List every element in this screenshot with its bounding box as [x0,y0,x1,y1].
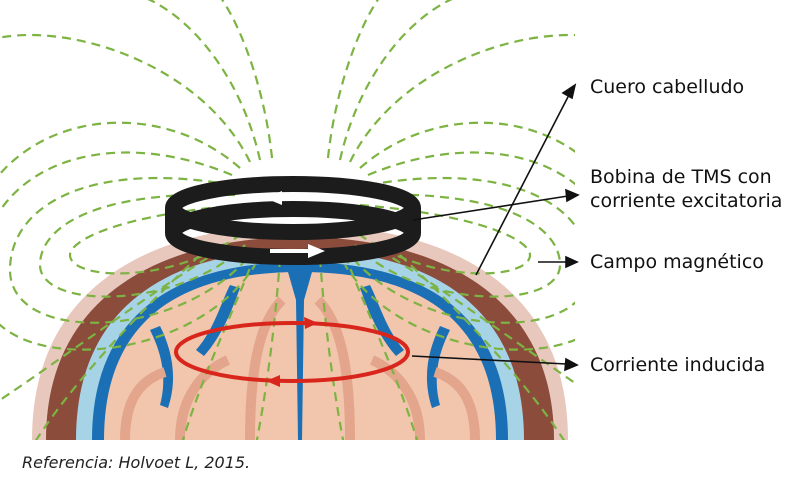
reference-caption: Referencia: Holvoet L, 2015. [22,453,251,472]
field-label: Campo magnético [590,251,764,273]
induced-arrow-top [304,317,318,329]
scalp-label: Cuero cabelludo [590,76,745,98]
tms-coil [165,176,421,265]
central-fissure [288,272,312,440]
magnetic-field-lines [0,0,575,440]
coil-arrow-top [265,191,318,205]
induced-current-loop [174,317,410,387]
sulcus-right-2 [426,326,450,408]
annotation-pointers [411,83,580,372]
coil-label-line1: Bobina de TMS con [590,166,772,188]
induced-current-label: Corriente inducida [590,354,766,376]
coil-label-line2: corriente excitatoria [590,190,783,212]
coil-arrow-bottom [270,244,325,258]
sulcus-left-1 [196,285,240,356]
induced-arrow-bottom [266,375,280,387]
sulcus-left-2 [150,326,174,408]
